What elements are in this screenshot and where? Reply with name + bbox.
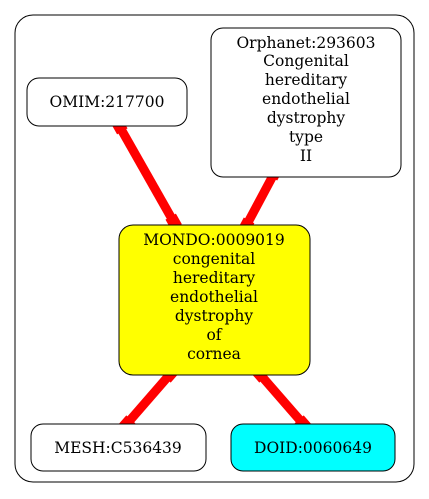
edge-line xyxy=(121,369,176,429)
node-orphanet-line: dystrophy xyxy=(267,109,346,127)
node-mesh[interactable]: MESH:C536439 xyxy=(30,423,207,472)
node-mondo-line: of xyxy=(206,326,222,344)
node-mondo-box xyxy=(118,224,311,376)
node-mondo-line: hereditary xyxy=(173,269,255,287)
node-mondo[interactable]: MONDO:0009019 congenital hereditary endo… xyxy=(118,224,311,376)
edge-line xyxy=(254,369,309,429)
node-mondo-line: cornea xyxy=(187,345,241,363)
node-orphanet-line: Orphanet:293603 xyxy=(236,34,375,52)
node-orphanet-line: hereditary xyxy=(265,71,347,89)
node-orphanet-line: Congenital xyxy=(263,52,349,70)
node-doid-label: DOID:0060649 xyxy=(254,439,372,457)
node-mondo-line: endothelial xyxy=(170,288,258,306)
node-doid-box xyxy=(230,423,396,472)
edge-line xyxy=(113,119,180,229)
node-mondo-line: MONDO:0009019 xyxy=(143,231,285,249)
node-orphanet-line: type xyxy=(289,128,323,146)
node-omim-label: OMIM:217700 xyxy=(50,93,165,111)
edge-line xyxy=(241,167,280,231)
node-orphanet[interactable]: Orphanet:293603 Congenital hereditary en… xyxy=(210,27,402,178)
node-mondo-line: congenital xyxy=(173,250,256,268)
node-doid[interactable]: DOID:0060649 xyxy=(230,423,396,472)
node-mesh-label: MESH:C536439 xyxy=(54,439,182,457)
node-omim[interactable]: OMIM:217700 xyxy=(26,77,188,127)
node-orphanet-line: II xyxy=(300,147,312,165)
node-mesh-box xyxy=(30,423,207,472)
node-mondo-line: dystrophy xyxy=(175,307,254,325)
node-orphanet-line: endothelial xyxy=(262,90,350,108)
node-omim-box xyxy=(26,77,188,127)
node-orphanet-box xyxy=(210,27,402,178)
